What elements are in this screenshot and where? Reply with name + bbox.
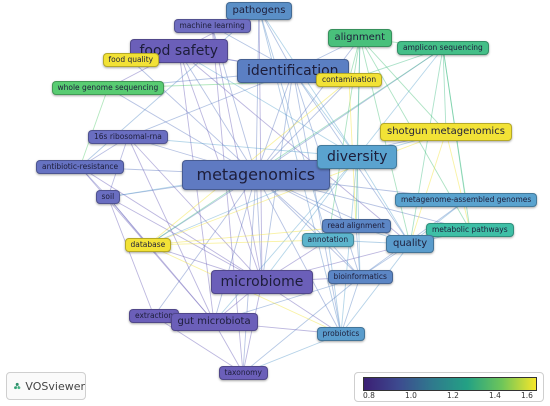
node-metagenomics[interactable]: metagenomics — [181, 160, 331, 190]
link-microbiome-pathogens — [258, 8, 263, 283]
link-metagenomics-bioinformatics — [255, 174, 361, 278]
link-probiotics-annotation — [327, 239, 342, 335]
color-scale-tick: 1.6 — [521, 391, 533, 400]
link-alignment-quality — [359, 37, 411, 245]
node-extraction[interactable]: extraction — [129, 309, 180, 323]
node-antibiotic-resistance[interactable]: antibiotic-resistance — [36, 160, 125, 174]
link-bioinformatics-read-alignment — [355, 225, 361, 278]
link-metagenomics-identification — [255, 70, 294, 176]
link-extraction-taxonomy — [153, 315, 244, 374]
link-gut-microbiota-16s-ribosomal-rna — [127, 136, 215, 323]
node-food-quality[interactable]: food quality — [102, 53, 160, 67]
link-diversity-alignment — [356, 37, 361, 158]
node-annotation[interactable]: annotation — [301, 233, 355, 247]
link-microbiome-machine-learning — [211, 25, 263, 283]
link-metagenomics-pathogens — [255, 8, 260, 176]
link-food-safety-quality — [178, 50, 411, 245]
link-shotgun-metagenomics-metabolic-pathways — [445, 131, 471, 231]
color-scale-bar — [363, 377, 537, 391]
link-metagenomics-amplicon-sequencing — [255, 47, 444, 176]
node-metagenome-assembled-genomes[interactable]: metagenome-assembled genomes — [395, 193, 538, 207]
link-diversity-identification — [292, 70, 358, 158]
color-scale-tick: 1.4 — [489, 391, 501, 400]
node-machine-learning[interactable]: machine learning — [173, 19, 251, 33]
link-shotgun-metagenomics-quality — [409, 131, 447, 245]
link-amplicon-sequencing-quality — [409, 47, 444, 245]
node-whole-genome-sequencing[interactable]: whole genome sequencing — [51, 81, 165, 95]
node-gut-microbiota[interactable]: gut microbiota — [170, 313, 258, 331]
link-diversity-pathogens — [258, 8, 358, 158]
link-metagenomics-microbiome — [255, 174, 263, 283]
node-shotgun-metagenomics[interactable]: shotgun metagenomics — [380, 123, 512, 141]
link-diversity-food-safety — [178, 50, 358, 158]
link-metagenomics-extraction — [153, 174, 257, 317]
link-extraction-soil — [107, 196, 155, 317]
node-16s-ribosomal-rna[interactable]: 16s ribosomal-rna — [88, 130, 168, 144]
node-quality[interactable]: quality — [386, 235, 435, 253]
vosviewer-logo-icon — [14, 382, 21, 390]
link-metagenomics-gut-microbiota — [213, 174, 257, 323]
link-microbiome-antibiotic-resistance — [79, 166, 263, 283]
link-alignment-annotation — [327, 37, 361, 241]
link-microbiome-soil — [107, 196, 263, 283]
link-alignment-read-alignment — [355, 37, 361, 227]
link-metagenomics-food-safety — [178, 50, 257, 176]
color-scale-tick: 0.8 — [363, 391, 375, 400]
node-diversity[interactable]: diversity — [317, 145, 398, 169]
link-diversity-microbiome — [261, 156, 358, 283]
link-whole-genome-sequencing-antibiotic-resistance — [79, 87, 109, 168]
link-quality-probiotics — [340, 243, 411, 335]
link-database-annotation — [147, 239, 329, 246]
node-alignment[interactable]: alignment — [327, 29, 393, 47]
node-taxonomy[interactable]: taxonomy — [218, 366, 268, 380]
link-alignment-shotgun-metagenomics — [359, 37, 447, 133]
link-diversity-gut-microbiota — [213, 156, 358, 323]
link-microbiome-16s-ribosomal-rna — [127, 136, 263, 283]
node-metabolic-pathways[interactable]: metabolic pathways — [426, 223, 514, 237]
link-diversity-amplicon-sequencing — [356, 47, 444, 158]
node-soil[interactable]: soil — [95, 190, 121, 204]
vosviewer-logo-text: VOSviewer — [25, 379, 85, 393]
link-diversity-bioinformatics — [356, 156, 361, 278]
link-metagenomics-probiotics — [255, 174, 342, 335]
node-read-alignment[interactable]: read alignment — [321, 219, 391, 233]
link-bioinformatics-taxonomy — [242, 276, 361, 374]
node-food-safety[interactable]: food safety — [129, 39, 229, 63]
link-identification-probiotics — [292, 70, 342, 335]
color-scale-tick: 1.2 — [447, 391, 459, 400]
link-amplicon-sequencing-shotgun-metagenomics — [442, 47, 447, 133]
node-contamination[interactable]: contamination — [316, 73, 383, 87]
node-microbiome[interactable]: microbiome — [210, 270, 314, 294]
node-pathogens[interactable]: pathogens — [225, 2, 293, 20]
link-gut-microbiota-soil — [107, 196, 215, 323]
vosviewer-logo: VOSviewer — [6, 372, 86, 400]
color-scale-legend: 0.8 1.0 1.2 1.4 1.6 — [354, 372, 544, 402]
link-amplicon-sequencing-database — [147, 47, 444, 246]
link-database-read-alignment — [147, 225, 357, 246]
link-pathogens-annotation — [258, 8, 329, 241]
node-database[interactable]: database — [124, 238, 172, 252]
link-soil-database — [107, 196, 149, 246]
node-probiotics[interactable]: probiotics — [316, 327, 366, 341]
node-bioinformatics[interactable]: bioinformatics — [327, 270, 393, 284]
link-bioinformatics-probiotics — [340, 276, 361, 335]
link-metagenomics-contamination — [255, 79, 350, 176]
link-metagenomics-food-quality — [130, 59, 257, 176]
color-scale-tick: 1.0 — [405, 391, 417, 400]
link-diversity-quality — [356, 156, 411, 245]
node-amplicon-sequencing[interactable]: amplicon sequencing — [397, 41, 489, 55]
